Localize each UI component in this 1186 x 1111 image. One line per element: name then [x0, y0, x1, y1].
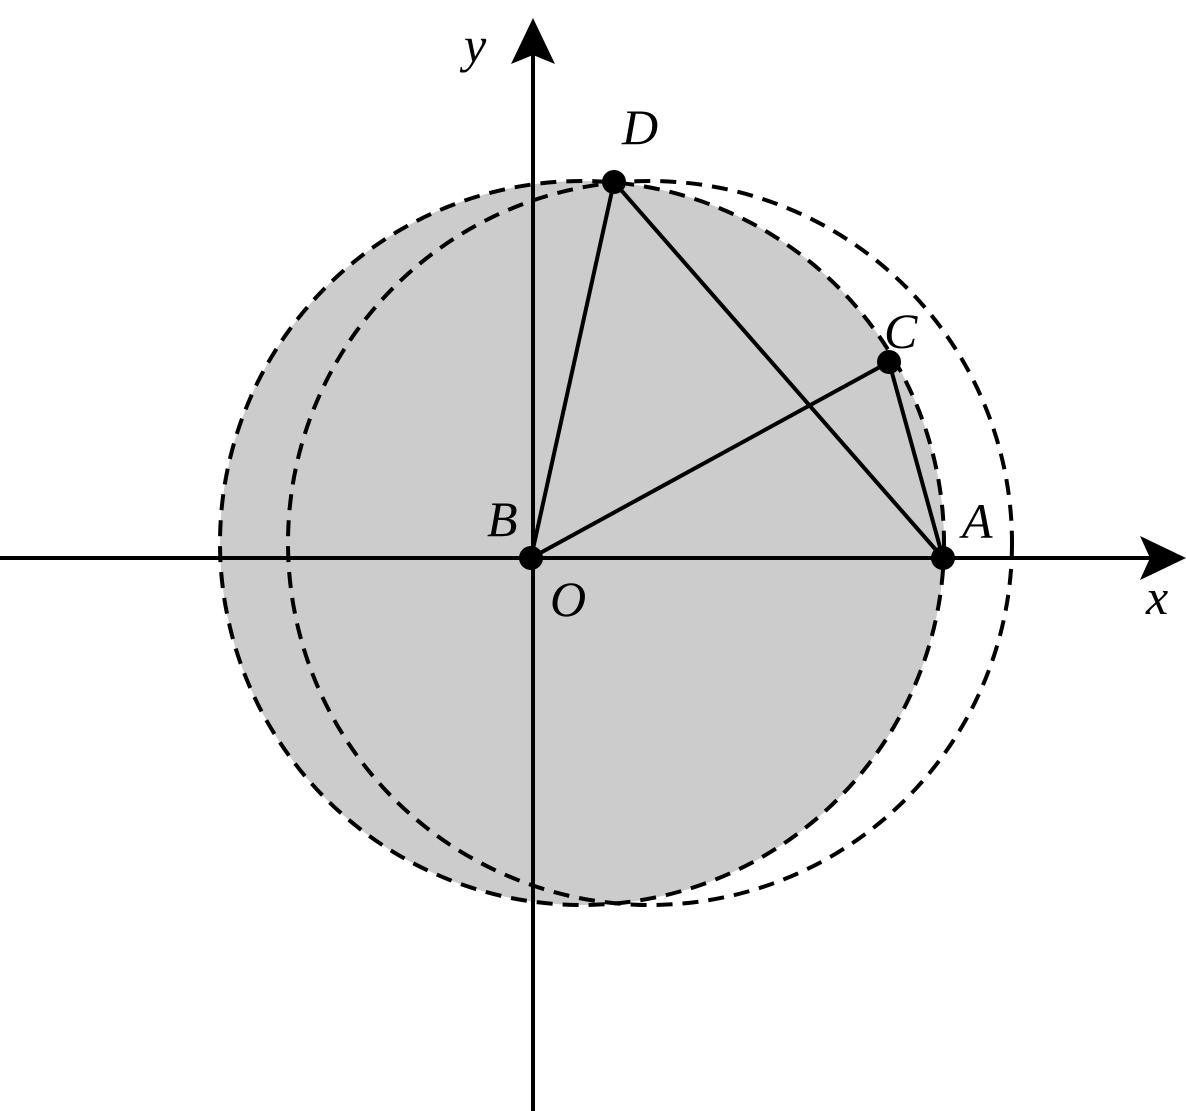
segments: [529, 180, 945, 560]
point-d: [602, 170, 626, 194]
label-origin: O: [550, 571, 586, 627]
point-a: [931, 546, 955, 570]
segment-b-d: [529, 181, 616, 559]
segment-b-c: [530, 360, 890, 560]
dashed-circle-left: [218, 179, 946, 907]
point-c: [877, 350, 901, 374]
label-point-a: A: [959, 493, 993, 549]
shaded-disc-right: [288, 181, 944, 905]
label-point-d: D: [621, 99, 658, 155]
point-b: [519, 546, 543, 570]
shaded-region: [220, 181, 944, 905]
label-point-c: C: [884, 303, 918, 359]
segment-c-a: [887, 361, 945, 559]
x-axis-arrowhead: [1140, 536, 1186, 580]
label-y-axis: y: [459, 17, 487, 73]
y-axis-arrowhead: [511, 18, 555, 64]
segment-d-a: [612, 180, 945, 560]
label-point-b: B: [487, 491, 518, 547]
label-x-axis: x: [1145, 569, 1168, 625]
dashed-circle-right: [286, 179, 1014, 907]
